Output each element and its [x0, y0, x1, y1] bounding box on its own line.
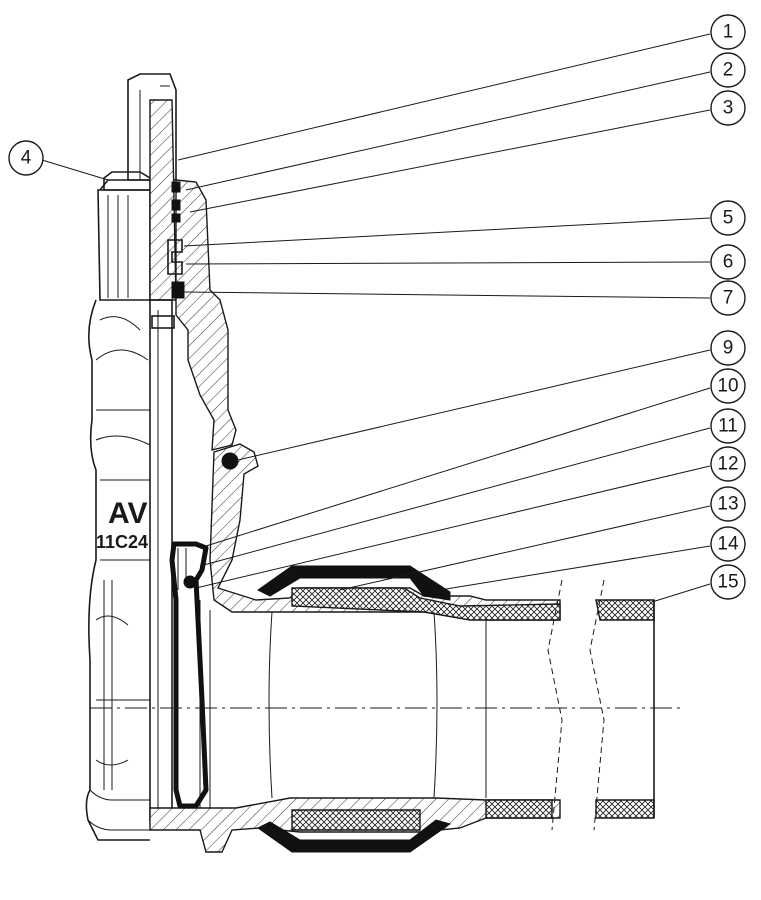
- callout-2: 2: [710, 52, 746, 88]
- callout-6: 6: [710, 244, 746, 280]
- callout-7: 7: [710, 280, 746, 316]
- callout-11: 11: [710, 408, 746, 444]
- callout-12-label: 12: [717, 454, 738, 475]
- valve-wedge: [169, 541, 209, 809]
- callout-15-label: 15: [717, 572, 738, 593]
- callout-14-label: 14: [717, 534, 739, 555]
- callout-10-label: 10: [717, 376, 738, 397]
- callout-6-label: 6: [723, 252, 734, 273]
- body-code-text: 11C24: [96, 532, 148, 552]
- body-logo-text: AV: [108, 497, 147, 530]
- o-ring-seal: [221, 452, 239, 470]
- callout-3-label: 3: [723, 98, 734, 119]
- callout-14: 14: [710, 526, 746, 562]
- callout-13-label: 13: [717, 494, 738, 515]
- callout-2-label: 2: [723, 60, 734, 81]
- callout-4-label: 4: [21, 148, 32, 169]
- leader-lines: [41, 33, 711, 603]
- pipe-coupling: [257, 565, 561, 853]
- callout-12: 12: [710, 446, 746, 482]
- callout-13: 13: [710, 486, 746, 522]
- callout-9-label: 9: [723, 338, 734, 359]
- callout-1-label: 1: [723, 22, 734, 43]
- callout-5: 5: [710, 200, 746, 236]
- valve-bonnet-section: [151, 179, 237, 451]
- pipe: [485, 579, 655, 831]
- callout-5-label: 5: [723, 208, 734, 229]
- valve-exterior-half: AV 11C24: [85, 171, 151, 841]
- callout-3: 3: [710, 90, 746, 126]
- callout-4: 4: [8, 140, 44, 176]
- callout-15: 15: [710, 564, 746, 600]
- callout-9: 9: [710, 330, 746, 366]
- callout-10: 10: [710, 368, 746, 404]
- valve-body-section: [149, 443, 561, 853]
- callout-11-label: 11: [718, 416, 738, 437]
- callout-1: 1: [710, 14, 746, 50]
- callout-7-label: 7: [723, 288, 734, 309]
